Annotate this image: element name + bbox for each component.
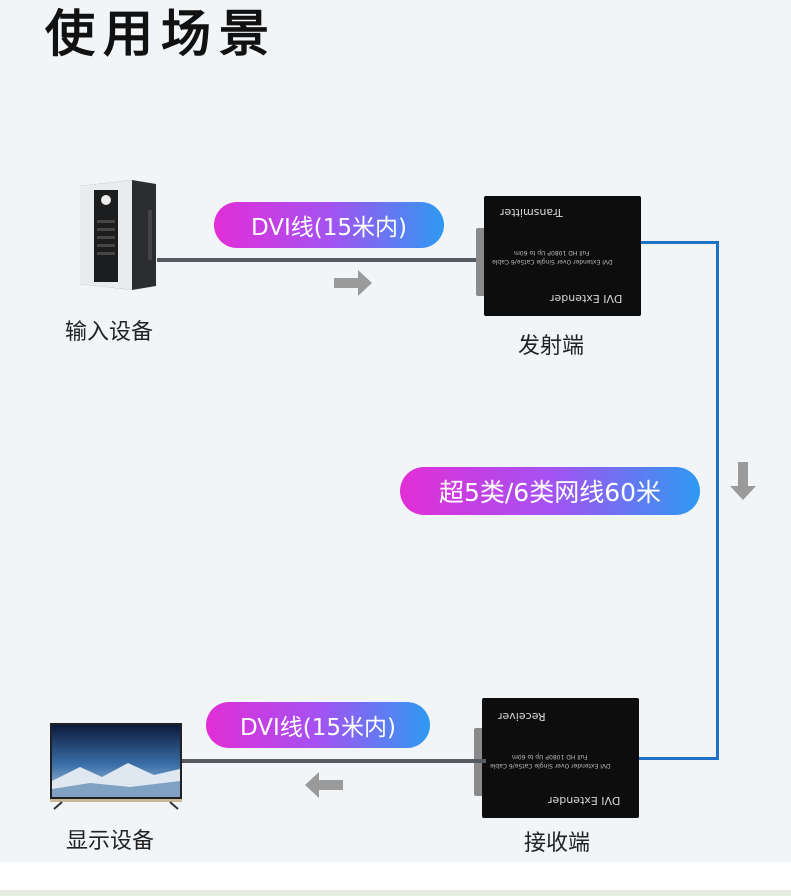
input-device-label: 输入设备 bbox=[65, 320, 154, 345]
arrow-right-icon bbox=[334, 270, 372, 296]
top-dvi-cable bbox=[157, 258, 487, 262]
tv-icon bbox=[50, 723, 182, 811]
arrow-left-icon bbox=[305, 772, 343, 798]
receiver-label: 接收端 bbox=[524, 831, 591, 856]
network-cable-top bbox=[641, 241, 719, 244]
display-device-label: 显示设备 bbox=[66, 829, 155, 854]
bottom-cable-label: DVI线(15米内) bbox=[206, 702, 430, 748]
network-cable-vertical bbox=[716, 241, 719, 760]
network-cable-bottom bbox=[639, 757, 719, 760]
transmitter-label: 发射端 bbox=[518, 334, 585, 359]
transmitter-model: DVI Extender bbox=[550, 292, 623, 305]
pc-tower-icon bbox=[80, 180, 158, 290]
transmitter-spec2: Full HD 1080P Up to 60m bbox=[514, 249, 590, 256]
transmitter-device: Transmitter DVI Extender Over Single Cat… bbox=[484, 196, 641, 316]
network-cable-label: 超5类/6类网线60米 bbox=[400, 467, 700, 515]
bottom-strip-tint bbox=[0, 890, 791, 896]
bottom-dvi-cable bbox=[180, 759, 486, 763]
receiver-model: DVI Extender bbox=[548, 794, 621, 807]
receiver-device: Receiver DVI Extender Over Single Cat5e/… bbox=[482, 698, 639, 818]
top-cable-label: DVI线(15米内) bbox=[214, 202, 444, 248]
receiver-spec: DVI Extender Over Single Cat5e/6 Cable bbox=[490, 762, 611, 769]
page-title: 使用场景 bbox=[45, 5, 277, 63]
receiver-name: Receiver bbox=[498, 710, 546, 723]
arrow-down-icon bbox=[730, 462, 756, 500]
transmitter-spec: DVI Extender Over Single Cat5e/6 Cable bbox=[492, 258, 613, 265]
transmitter-name: Transmitter bbox=[500, 206, 563, 219]
receiver-spec2: Full HD 1080P Up to 60m bbox=[512, 753, 588, 760]
